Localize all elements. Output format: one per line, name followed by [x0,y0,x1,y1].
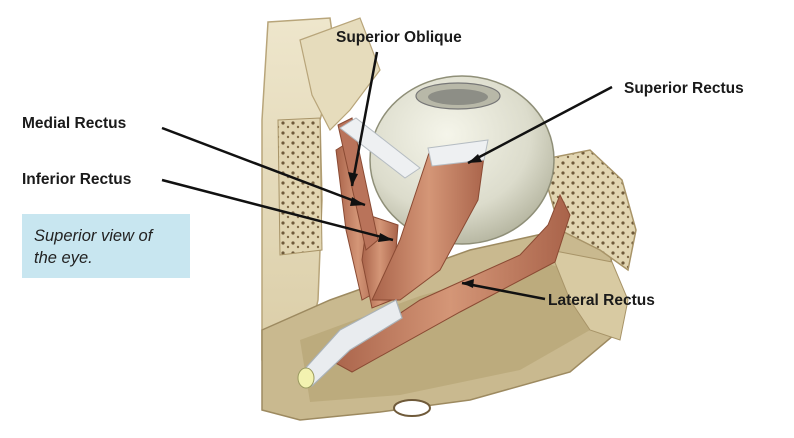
caption-box: Superior view of the eye. [22,214,190,278]
label-superior-oblique: Superior Oblique [336,29,462,46]
leader-superior-oblique [350,51,379,187]
leader-medial-rectus [161,126,366,207]
caption-line-1: Superior view of [34,227,153,245]
label-superior-rectus: Superior Rectus [624,80,744,97]
label-inferior-rectus: Inferior Rectus [22,171,131,188]
caption-line-2: the eye. [34,249,93,267]
label-lateral-rectus: Lateral Rectus [548,292,655,309]
leader-superior-rectus [467,85,613,165]
leader-lateral-rectus [461,281,546,301]
label-medial-rectus: Medial Rectus [22,115,126,132]
leader-arrowheads [348,154,482,288]
orbit-bone [261,17,637,421]
leader-inferior-rectus [161,178,394,242]
leader-lines [161,51,613,301]
superior-muscles [297,117,489,389]
